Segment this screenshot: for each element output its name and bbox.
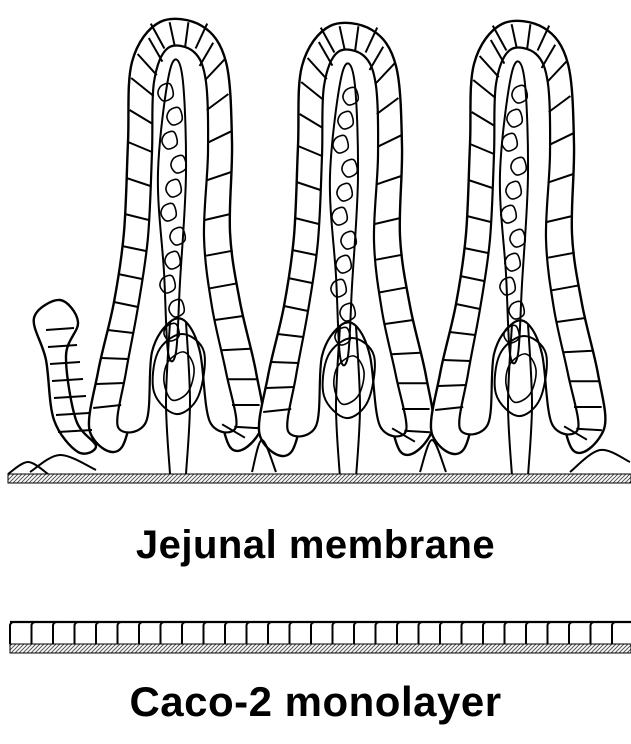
epithelial-cell-icon bbox=[483, 622, 487, 644]
epithelial-cell-icon bbox=[440, 622, 444, 644]
epithelial-cell-icon bbox=[333, 622, 337, 644]
epithelial-cell-icon bbox=[118, 622, 122, 644]
epithelial-cell-icon bbox=[438, 385, 466, 386]
epithelial-cell-icon bbox=[419, 622, 423, 644]
epithelial-cell-icon bbox=[354, 622, 358, 644]
stalk-line bbox=[356, 326, 360, 478]
villi-group bbox=[89, 19, 605, 478]
villus-icon bbox=[259, 23, 433, 478]
epithelial-cell-icon bbox=[526, 622, 530, 644]
epithelial-cell-icon bbox=[225, 622, 229, 644]
epithelial-cell-icon bbox=[247, 622, 251, 644]
epithelial-cell-icon bbox=[443, 360, 470, 361]
epithelial-cell-icon bbox=[569, 622, 573, 644]
basal-vessel-swirl bbox=[495, 336, 547, 416]
epithelial-cell-icon bbox=[161, 622, 165, 644]
epithelial-cell-icon bbox=[548, 622, 552, 644]
epithelial-cell-icon bbox=[271, 362, 298, 363]
stalk-line bbox=[528, 324, 532, 476]
caco2-filter-membrane bbox=[10, 644, 631, 653]
epithelial-cell-icon bbox=[101, 358, 128, 359]
caco2-monolayer-label: Caco-2 monolayer bbox=[0, 678, 631, 726]
epithelial-cell-icon bbox=[53, 622, 57, 644]
epithelial-cell-icon bbox=[96, 383, 124, 384]
epithelial-cell-icon bbox=[139, 622, 143, 644]
epithelial-cell-icon bbox=[311, 622, 315, 644]
epithelial-cell-icon bbox=[505, 622, 509, 644]
jejunal-membrane-label: Jejunal membrane bbox=[0, 523, 631, 568]
epithelial-cell-icon bbox=[10, 622, 14, 644]
crypt-arc bbox=[30, 455, 96, 472]
epithelial-cell-icon bbox=[75, 622, 79, 644]
jejunal-basement-membrane bbox=[8, 474, 631, 483]
epithelial-cell-icon bbox=[591, 622, 595, 644]
epithelial-cell-icon bbox=[204, 622, 208, 644]
epithelial-cell-icon bbox=[376, 622, 380, 644]
capillary-loop bbox=[335, 327, 350, 345]
epithelial-cell-icon bbox=[462, 622, 466, 644]
epithelial-cell-icon bbox=[397, 622, 401, 644]
villus-icon bbox=[89, 19, 263, 474]
epithelial-cell-icon bbox=[612, 622, 616, 644]
epithelial-cell-icon bbox=[32, 622, 36, 644]
epithelial-cell-icon bbox=[290, 622, 294, 644]
stalk-line bbox=[186, 322, 190, 474]
caco2-monolayer bbox=[10, 622, 631, 644]
epithelial-cell-icon bbox=[268, 622, 272, 644]
basal-vessel-swirl bbox=[153, 334, 205, 414]
epithelial-cell-icon bbox=[182, 622, 186, 644]
villus-icon bbox=[431, 21, 605, 476]
epithelial-cell-icon bbox=[266, 387, 294, 388]
epithelial-cell-icon bbox=[96, 622, 100, 644]
